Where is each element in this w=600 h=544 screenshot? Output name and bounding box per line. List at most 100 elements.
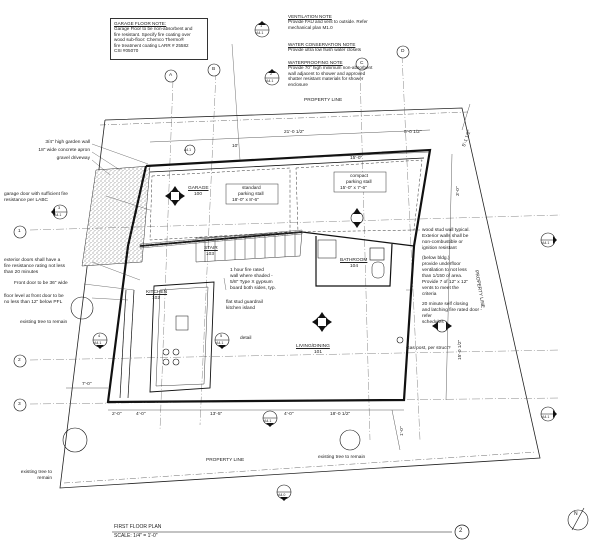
dim-label: 4'-0" — [136, 412, 146, 417]
garage-floor-note-line: CSI #05070 — [114, 48, 139, 54]
waterproofing-note-title: WATERPROOFING NOTE — [288, 60, 343, 65]
room-living-num: 101 — [314, 350, 323, 355]
dim-label: 4'-0" — [284, 412, 294, 417]
ventilation-note-line: mechanical plan M1.0 — [288, 24, 333, 30]
property-line-label: PROPERTY LINE — [206, 458, 245, 463]
room-bathroom-num: 104 — [350, 264, 359, 269]
annotation-ignition: ignition resistant — [422, 246, 457, 251]
title-block-lines — [112, 524, 470, 540]
ref-sheet: A4.1 — [256, 31, 264, 35]
ref-num: 1 — [260, 23, 263, 28]
grid-label-a: A — [169, 73, 173, 78]
fire-wall-note: 1 hour fire rated — [230, 268, 264, 273]
property-line — [59, 107, 541, 489]
gravel-driveway — [81, 165, 151, 267]
ref-sheet: A4.1 — [542, 415, 550, 419]
ref-num: 3 — [58, 205, 61, 210]
dim-label: 5'-0 1/2" — [404, 130, 422, 135]
dim-label: 15'-0 1/2" — [458, 339, 463, 360]
annotation-floor-level: floor level at front door to be — [4, 294, 64, 299]
parking-std-label: parking stall — [238, 192, 264, 197]
bathroom — [315, 236, 393, 287]
annotation-garage-door: garage door with sufficient fire — [4, 192, 68, 197]
garage-floor-note-line: wood sub-floor: Chemco Thermo® — [114, 37, 185, 43]
annotation-ext-doors: exterior doors shall have a — [4, 258, 61, 263]
annotation-below-bldg: (below bldg.) — [422, 256, 450, 261]
garage-floor-note-line: fire treatment coating LARR # 25582 — [114, 42, 189, 48]
leader-lines — [83, 43, 420, 301]
property-line-label: PROPERTY LINE — [304, 98, 343, 103]
room-kitchen-num: 102 — [152, 296, 161, 301]
ref-sheet: A4.1 — [264, 419, 272, 423]
ref-sheet: A4.1 — [184, 148, 191, 152]
ref-bubble-dividers — [53, 29, 555, 493]
waterproofing-note-line: shatter resistant materials for shower — [288, 76, 364, 82]
existing-trees — [62, 296, 361, 453]
room-bathroom-name: BATHROOM — [340, 258, 368, 263]
ref-sheet: A4.1 — [94, 341, 102, 345]
kitchen-counter — [119, 289, 135, 399]
ref-sheet: A4.1 — [216, 341, 224, 345]
water-conservation-note-line: Provide ultra low flush water closets — [288, 47, 362, 53]
ventilation-note: VENTILATION NOTE Provide FAU and vent to… — [288, 14, 392, 30]
waterproofing-note-line: Provide 70" high minimum non-absorbent — [288, 65, 373, 71]
garage-floor-note-line: Garage Floor to be non-absorbent and — [114, 26, 193, 32]
annotation-selfclosing: 20 minute self closing — [422, 302, 469, 307]
dim-label: 7'-0" — [82, 382, 92, 387]
annotation-underfloor: provide underfloor — [422, 262, 461, 267]
drawing-number: 2 — [459, 528, 463, 534]
ref-sheet: A4.0 — [278, 493, 286, 497]
dimension-lines — [66, 103, 471, 451]
grid-label-1: 1 — [18, 229, 21, 234]
annotation-front-door: Front door to be 36" wide — [14, 281, 68, 286]
garage-floor-note-line: fire resistant. Specify fire coating ove… — [114, 31, 191, 37]
dim-label: 21'-0 1/2" — [284, 130, 305, 135]
waterproofing-note: WATERPROOFING NOTE Provide 70" high mini… — [288, 60, 392, 87]
annotation-noncombustible: non-combustible or — [422, 240, 463, 245]
garage-floor-note-title: GARAGE FLOOR NOTE: — [114, 21, 167, 26]
annotation-gravel: gravel driveway — [56, 156, 90, 161]
ref-num: 5 — [220, 333, 223, 338]
annotation-schedules: schedules — [422, 320, 444, 325]
annotation-tree-left: existing tree to remain — [20, 320, 68, 325]
room-living-name: LIVING/DINING — [296, 344, 330, 349]
annotation-ext-doors-2: fire resistance rating not less — [4, 264, 66, 269]
tree-bottom-note: remain — [37, 476, 52, 481]
annotation-apron: 18" wide concrete apron — [38, 148, 90, 153]
tree-bottom-note: existing tree to — [20, 470, 52, 475]
dim-label: 1'-0" — [400, 426, 405, 436]
kitchen-island — [149, 281, 215, 393]
grid-label-b: B — [212, 67, 216, 72]
annotation-area: than 1/150 of area. — [422, 274, 463, 279]
room-stair-num: 103 — [206, 252, 215, 257]
annotation-ext-walls: Exterior walls shall be — [422, 234, 469, 239]
fire-wall-note: 5/8" Type X gypsum — [230, 280, 273, 285]
flat-stud-note: kitchen island — [226, 306, 256, 311]
fire-rated-wall — [139, 229, 303, 249]
annotation-ext-doors-3: than 20 minutes — [4, 270, 39, 275]
tree-bottom-note-2: existing tree to remain — [318, 455, 366, 460]
parking-std-label: 18'-0" x 8'-6" — [232, 198, 259, 203]
grid-label-3: 3 — [18, 402, 21, 407]
annotation-garden-wall: 3/4" high garden wall — [45, 140, 90, 145]
parking-cmp-label: compact — [350, 174, 369, 179]
north-arrow — [567, 507, 589, 531]
gas-post-note: Gas post, per struct? — [406, 346, 451, 351]
parking-cmp-label: 15'-0" x 7'-6" — [340, 186, 367, 191]
standard-stall-box — [225, 183, 279, 205]
room-garage-name: GARAGE — [188, 186, 209, 191]
ref-num: 4 — [98, 333, 101, 338]
ref-num: 2 — [270, 71, 273, 76]
ventilation-note-title: VENTILATION NOTE — [288, 14, 332, 19]
section-arrows — [165, 186, 452, 332]
garage-floor-note: GARAGE FLOOR NOTE: Garage Floor to be no… — [110, 18, 208, 60]
grid-label-c: C — [360, 61, 364, 66]
annotation-garage-door-2: resistance per LABC — [4, 198, 48, 203]
ventilation-note-line: Provide FAU and vent to outside. Refer — [288, 19, 368, 25]
property-line-dash — [63, 111, 537, 484]
ref-sheet: A4.1 — [266, 79, 274, 83]
grid-label-d: D — [401, 49, 405, 54]
room-garage-num: 100 — [194, 192, 203, 197]
parking-std-label: standard — [242, 186, 261, 191]
annotation-vents: Provide 7 of 12" x 12" — [422, 280, 469, 285]
